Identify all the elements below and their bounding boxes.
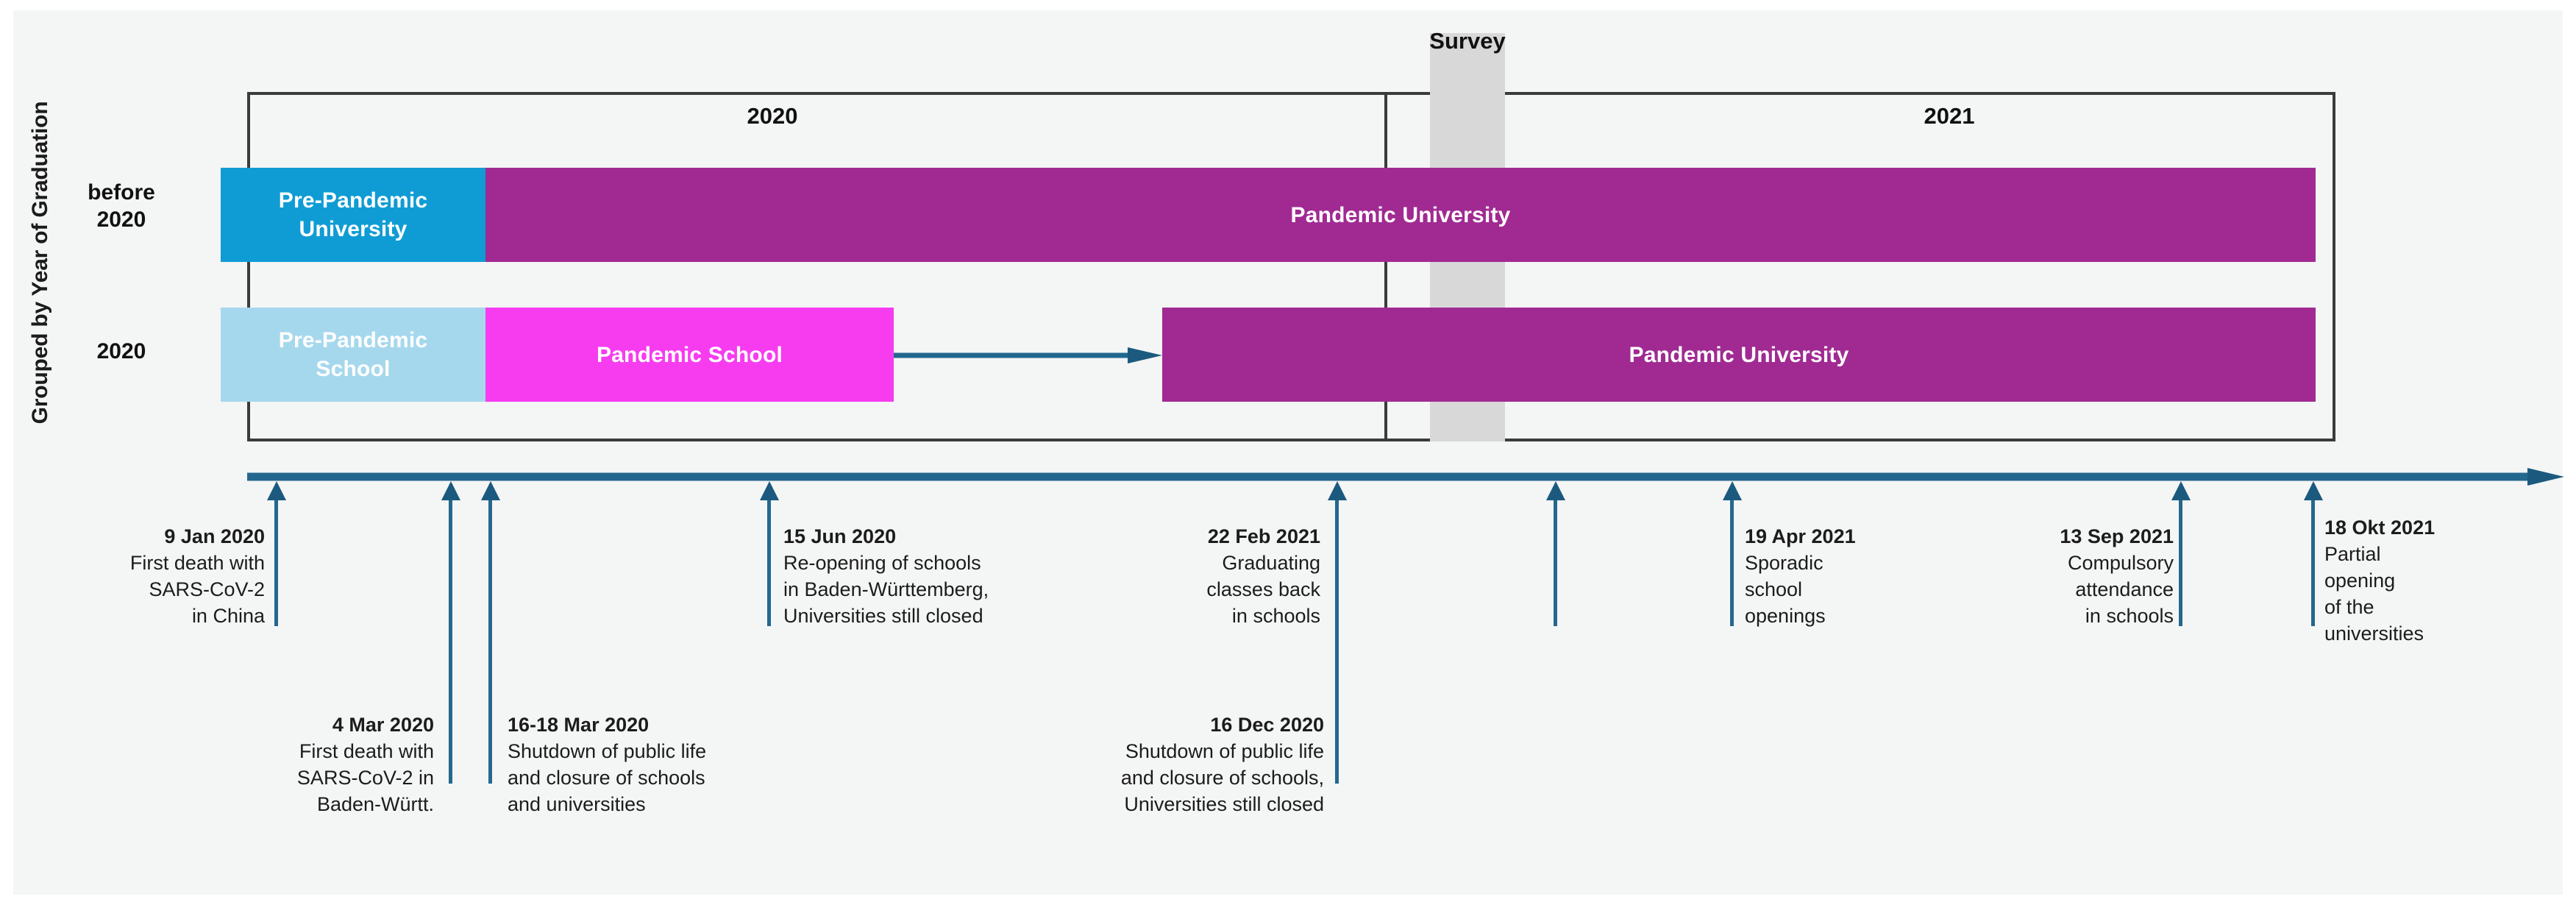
figure-canvas [13, 10, 2563, 895]
event-7-date: 13 Sep 2021 [2060, 525, 2174, 547]
event-6-date: 19 Apr 2021 [1745, 525, 1856, 547]
timeline-tick-7 [2179, 489, 2182, 626]
timeline-tick-head-6 [1723, 481, 1742, 500]
timeline-axis [247, 468, 2564, 486]
bar-pandemic-university-before-2020[interactable]: Pandemic University [485, 168, 2316, 262]
y-axis-label: Grouped by Year of Graduation [28, 101, 52, 425]
year-label-2020: 2020 [747, 103, 798, 129]
year-divider [1384, 92, 1387, 441]
timeline-tick-1 [449, 489, 452, 784]
event-4-date: 16 Dec 2020 [1210, 714, 1324, 736]
timeline-tick-head-8 [2304, 481, 2323, 500]
timeline-tick-head-7 [2171, 481, 2191, 500]
event-3-date: 15 Jun 2020 [783, 525, 897, 547]
timeline-tick-8 [2311, 489, 2315, 626]
plot-frame [247, 92, 2335, 441]
event-2-date: 16-18 Mar 2020 [508, 714, 650, 736]
event-8-date: 18 Okt 2021 [2324, 517, 2436, 539]
survey-label: Survey [1429, 28, 1506, 54]
timeline-tick-head-0 [267, 481, 286, 500]
timeline-tick-head-3 [760, 481, 779, 500]
timeline-tick-0 [274, 489, 278, 626]
group-label-2020: 2020 [96, 339, 146, 363]
event-0-date: 9 Jan 2020 [164, 525, 265, 547]
timeline-tick-6 [1730, 489, 1734, 626]
timeline-tick-head-4 [1328, 481, 1347, 500]
event-5-date: 22 Feb 2021 [1207, 525, 1320, 547]
timeline-tick-head-2 [481, 481, 500, 500]
year-label-2021: 2021 [1924, 103, 1975, 129]
timeline-tick-3 [767, 489, 771, 626]
timeline-tick-head-1 [441, 481, 460, 500]
event-1-date: 4 Mar 2020 [332, 714, 434, 736]
timeline-tick-2 [488, 489, 492, 784]
bar-pandemic-university-2020[interactable]: Pandemic University [1162, 308, 2316, 402]
timeline-tick-5 [1554, 489, 1557, 626]
timeline-tick-head-5 [1546, 481, 1565, 500]
bar-pandemic-school[interactable]: Pandemic School [485, 308, 894, 402]
transition-arrow-icon [894, 347, 1162, 363]
timeline-tick-4 [1335, 489, 1339, 784]
